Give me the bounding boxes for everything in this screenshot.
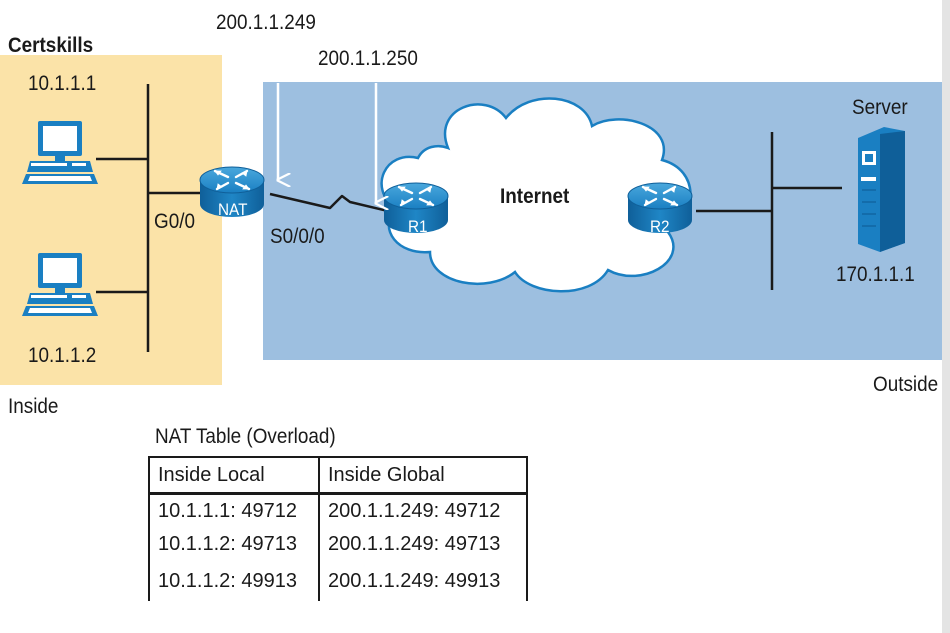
pc2-ip-label: 10.1.1.2: [28, 344, 97, 367]
r1-router-label: R1: [408, 217, 428, 236]
g0-interface-label: G0/0: [154, 210, 195, 233]
nat-table-header-row: Inside Local Inside Global: [148, 456, 528, 495]
column-header-inside-local: Inside Local: [148, 456, 320, 495]
table-row: 10.1.1.2: 49713 200.1.1.249: 49713: [148, 528, 528, 561]
serial-link: [269, 192, 393, 214]
s0-interface-label: S0/0/0: [270, 225, 325, 248]
outside-label: Outside: [873, 373, 939, 396]
org-label: Certskills: [8, 34, 94, 57]
r2-router-label: R2: [650, 217, 670, 236]
r1-ip-label: 200.1.1.250: [318, 47, 418, 70]
nat-table-title: NAT Table (Overload): [155, 425, 336, 448]
inside-global-cell: 200.1.1.249: 49712: [318, 493, 528, 528]
nat-router-label: NAT: [218, 200, 248, 219]
inside-local-cell: 10.1.1.1: 49712: [148, 493, 320, 528]
nat-table: Inside Local Inside Global 10.1.1.1: 497…: [148, 456, 528, 601]
server-ip-label: 170.1.1.1: [836, 263, 915, 286]
server-icon: [858, 127, 905, 252]
nat-public-ip-label: 200.1.1.249: [216, 11, 316, 34]
inside-local-cell: 10.1.1.2: 49913: [148, 561, 320, 601]
server-label: Server: [852, 96, 908, 119]
internet-label: Internet: [500, 185, 570, 208]
inside-global-cell: 200.1.1.249: 49713: [318, 528, 528, 561]
inside-label: Inside: [8, 395, 59, 418]
inside-local-cell: 10.1.1.2: 49713: [148, 528, 320, 561]
table-row: 10.1.1.1: 49712 200.1.1.249: 49712: [148, 493, 528, 528]
inside-zone: [0, 55, 222, 385]
inside-global-cell: 200.1.1.249: 49913: [318, 561, 528, 601]
table-row: 10.1.1.2: 49913 200.1.1.249: 49913: [148, 561, 528, 601]
pc1-ip-label: 10.1.1.1: [28, 72, 97, 95]
column-header-inside-global: Inside Global: [318, 456, 528, 495]
